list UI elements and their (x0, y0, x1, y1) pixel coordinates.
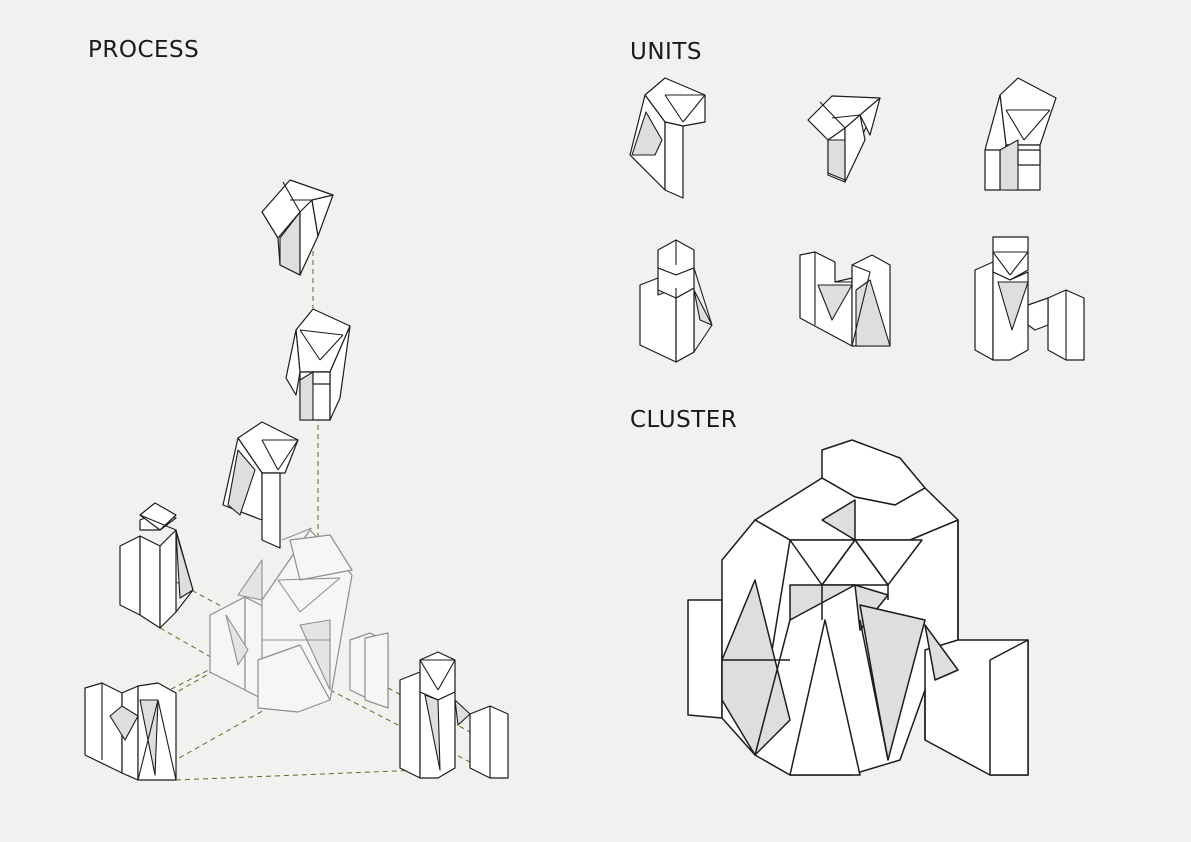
unit-4 (639, 239, 713, 363)
unit-5 (799, 251, 891, 347)
process-unit-1 (261, 179, 334, 276)
units-grid (629, 77, 1085, 363)
process-ghost-cluster (209, 527, 389, 713)
unit-2 (807, 95, 881, 183)
process-unit-3 (222, 421, 299, 549)
unit-3 (984, 77, 1057, 191)
process-unit-bottom-right (399, 651, 509, 779)
process-heading: PROCESS (88, 37, 200, 63)
process-unit-left-tower (119, 502, 194, 629)
unit-1 (629, 77, 706, 199)
cluster-heading: CLUSTER (630, 407, 738, 433)
process-unit-2 (285, 308, 351, 421)
process-diagram (84, 179, 509, 781)
unit-6 (974, 236, 1085, 361)
cluster-diagram (687, 439, 1029, 776)
process-unit-bottom-left (84, 682, 177, 781)
units-heading: UNITS (630, 39, 702, 65)
